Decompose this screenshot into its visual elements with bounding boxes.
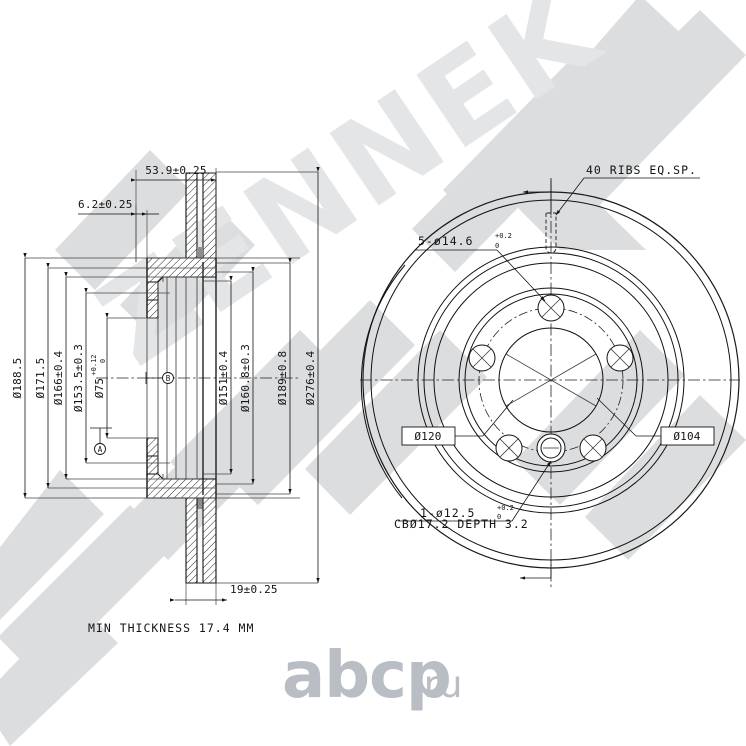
bolt-circle-dim: Ø120 [401,399,514,446]
min-thickness-note: MIN THICKNESS 17.4 MM [88,621,254,635]
bolt-holes-annotation: 5-ø14.6 +0.2 0 [415,232,546,302]
datum-b-label: B [166,374,171,383]
rib-outline [545,212,557,254]
bolt-circle [478,307,624,453]
hat-step-circle [433,262,669,498]
dim-d171: Ø171.5 [34,262,216,489]
site-watermark-tld: .ru [412,663,462,706]
dim-d151-label: Ø151±0.4 [217,351,230,406]
face-view: 40 RIBS EQ.SP. 5-ø14.6 +0.2 0 Ø120 Ø104 [360,163,740,590]
dim-disc-thickness-label: 19±0.25 [230,583,278,596]
vent-rib-shade-top [197,247,203,258]
broken-view-arc-left [360,264,406,499]
hat-outer-dim: Ø104 [596,397,715,446]
dim-d171-label: Ø171.5 [34,358,47,399]
center-bore-circle [498,327,604,433]
cross-section-view: B A 53.9±0.25 [11,164,320,635]
dim-d188: Ø188.5 [11,252,300,499]
counterbore-label: CBØ17.2 DEPTH 3.2 [394,517,529,531]
bore-construction-lines [505,353,597,407]
dim-hat-flange-thickness: 6.2±0.25 [78,198,159,262]
pilot-hole-annotation: 1-ø12.5 +0.2 0 CBØ17.2 DEPTH 3.2 [394,460,552,531]
hat-wall-lower-2 [146,437,159,457]
hat-wall-upper-1 [146,281,159,301]
hat-flange-outer-circle [417,246,685,514]
disc-lower-inner-plate [202,497,217,584]
datum-a-symbol: A [90,427,112,455]
dim-d75-upper-tol: +0.12 [90,354,98,375]
pilot-hole-counterbore [536,433,566,463]
pilot-hole-lower-tol: 0 [497,513,501,521]
site-watermark: abcp .ru [282,639,462,713]
dim-overall-width-label: 53.9±0.25 [145,164,206,177]
dim-d188-label: Ø188.5 [11,358,24,399]
bolt-circle-dim-label: Ø120 [414,430,441,443]
dim-d189-label: Ø189±0.8 [276,351,289,406]
dim-d153-label: Ø153.5±0.3 [72,344,85,412]
bolt-hole [579,434,607,462]
bolt-holes-lower-tol: 0 [495,242,499,250]
dim-hat-flange-thickness-label: 6.2±0.25 [78,198,133,211]
ribs-annotation: 40 RIBS EQ.SP. [523,163,700,216]
ribs-note-label: 40 RIBS EQ.SP. [586,163,697,177]
pilot-hole-upper-tol: +0.2 [497,504,514,512]
dim-d160-label: Ø160.8±0.3 [239,344,252,412]
disc-lower-outer-plate [185,497,198,584]
dim-d276: Ø276±0.4 [216,166,320,584]
site-watermark-text: abcp [282,639,451,713]
dim-d160: Ø160.8±0.3 [216,266,255,485]
dim-d151: Ø151±0.4 [203,275,233,475]
bolt-hole [468,344,496,372]
disc-upper-outer-plate [185,172,198,259]
dim-d75-lower-tol: 0 [99,359,107,363]
hat-flange-lower [146,473,217,499]
hat-wall-upper-2 [146,299,159,319]
hat-outer-dia-inner-circle [464,293,638,467]
dim-d276-label: Ø276±0.4 [304,351,317,406]
dim-d189: Ø189±0.8 [216,257,292,495]
dim-d75-label: Ø75 [93,378,106,398]
vent-rib-shade-bottom [197,498,203,509]
section-marker-bottom [520,560,552,580]
bolt-hole [606,344,634,372]
bolt-holes-label: 5-ø14.6 [418,234,473,248]
hat-flange-upper [146,257,217,283]
dim-d153: Ø153.5±0.3 [72,287,170,464]
bolt-hole [537,294,565,322]
dim-d166: Ø166±0.4 [52,271,200,480]
dim-d75: Ø75 +0.12 0 [90,312,158,439]
pilot-hole-label: 1-ø12.5 [420,506,475,520]
dim-disc-thickness: 19±0.25 [169,583,278,605]
hat-wall-lower-1 [146,455,159,475]
bolt-holes-group [468,294,634,462]
bolt-holes-upper-tol: +0.2 [495,232,512,240]
disc-upper-inner-plate [202,172,217,259]
hat-outer-dim-label: Ø104 [673,430,700,443]
bolt-hole [495,434,523,462]
datum-b-symbol: B [145,372,174,384]
datum-a-label: A [98,445,103,454]
dim-d166-label: Ø166±0.4 [52,351,65,406]
hat-outer-dia-circle [458,287,644,473]
